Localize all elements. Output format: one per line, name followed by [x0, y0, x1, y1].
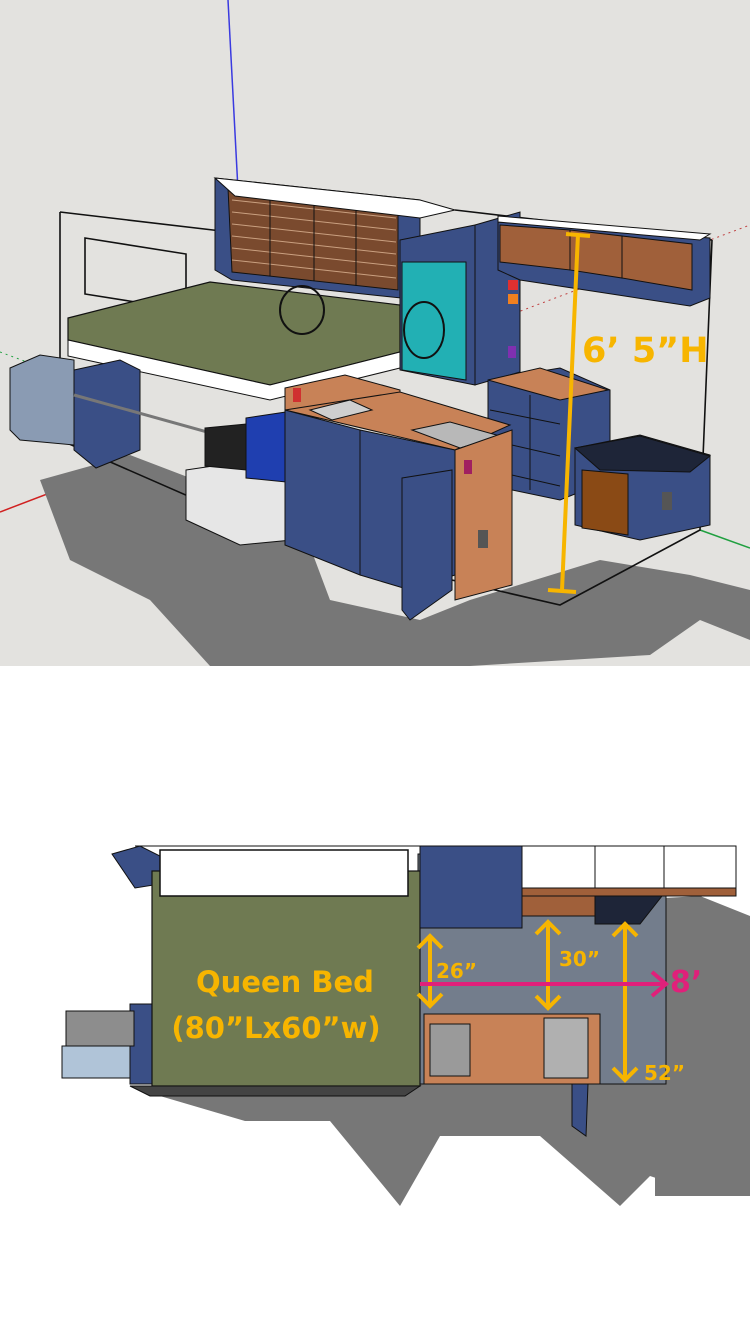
bed-title: Queen Bed	[196, 965, 374, 999]
galley-vent	[478, 530, 488, 548]
stovetop-plan	[543, 1017, 589, 1079]
porthole-outline	[403, 301, 445, 359]
galley-open-door	[401, 469, 453, 621]
rear-bench-vent	[662, 492, 672, 510]
perspective-view: 6’ 5”H	[0, 0, 750, 666]
floor-shadow-right	[655, 916, 750, 1196]
storage-bin-black	[204, 423, 247, 471]
rear-bench-door	[581, 469, 629, 536]
overhead-door-1	[499, 224, 571, 271]
galley-door-plan	[571, 1083, 589, 1137]
floor-plan-drawing: Queen Bed (80”Lx60”w) 26” 30” 52” 8’	[61, 845, 750, 1206]
width-dimension-label: 8’	[670, 965, 702, 1000]
switch-purple	[508, 346, 516, 358]
left-bench-top	[65, 1010, 135, 1047]
switch-red	[508, 280, 518, 290]
teal-panel	[401, 261, 467, 381]
dresser-top	[487, 367, 610, 401]
tall-cabinet-plan	[419, 845, 523, 929]
rear-dimension-label: 52”	[644, 1061, 685, 1085]
galley-switch-magenta	[464, 460, 472, 474]
rear-bench-plan	[594, 895, 664, 925]
perspective-drawing: 6’ 5”H	[0, 0, 750, 666]
left-bench-cushion	[73, 359, 141, 469]
galley-switch-red	[293, 388, 301, 402]
left-bench-seat	[61, 1045, 131, 1079]
floor-plan-view: Queen Bed (80”Lx60”w) 26” 30” 52” 8’	[0, 666, 750, 1334]
upper-cabinet-plan	[159, 849, 409, 897]
bed-size: (80”Lx60”w)	[171, 1011, 380, 1045]
green-axis	[699, 529, 750, 549]
galley-end-panel	[454, 429, 513, 601]
dimension-arrows	[416, 919, 639, 1083]
dresser-plan	[521, 895, 596, 917]
galley-dimension-label: 30”	[559, 947, 600, 971]
storage-bin-blue	[245, 411, 287, 483]
switch-orange	[508, 294, 518, 304]
left-bench	[9, 354, 75, 446]
overhead-cabinet-top	[497, 215, 712, 241]
width-arrow	[420, 970, 670, 998]
height-label: 6’ 5”H	[582, 331, 708, 371]
van-outline-top	[59, 211, 231, 233]
overhead-cabinets-doors	[521, 887, 737, 897]
bed-shadow-edge	[129, 1085, 422, 1097]
overhead-cabinets-plan	[521, 845, 737, 889]
roof-fan-outline	[279, 285, 325, 335]
louver-slats	[231, 192, 397, 286]
upper-cabinet-top	[213, 177, 456, 219]
overhead-door-3	[621, 235, 693, 291]
sink-plan	[429, 1023, 471, 1077]
aisle-dimension-label: 26”	[436, 959, 477, 983]
rear-bench-cushion	[573, 435, 712, 473]
sink	[308, 399, 374, 421]
blue-axis	[227, 0, 239, 191]
height-dimension-line	[547, 232, 591, 594]
